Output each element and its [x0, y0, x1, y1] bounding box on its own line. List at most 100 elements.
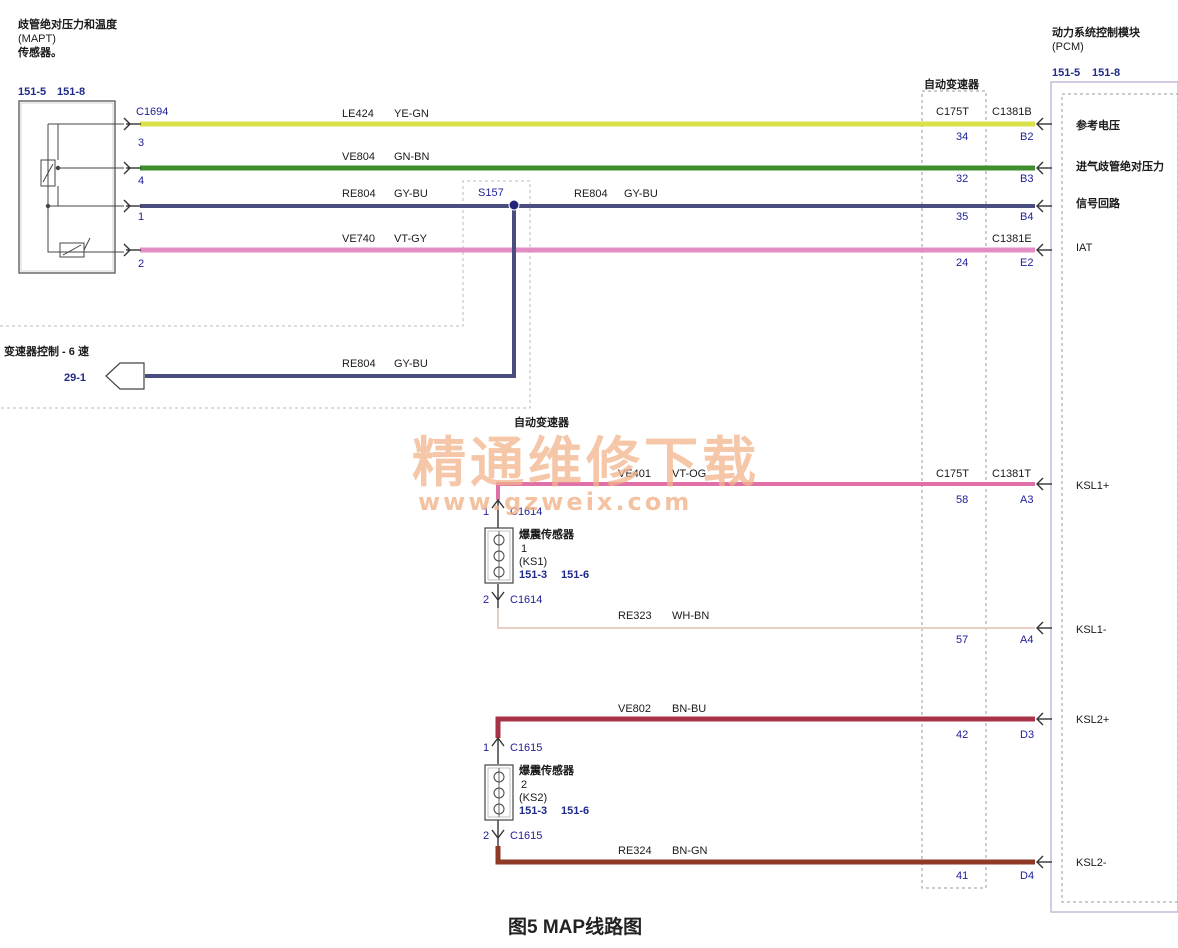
ks1-pin-top: 1	[483, 506, 489, 518]
connector-arrows	[123, 117, 1052, 869]
wire-re804b-color: GY-BU	[394, 358, 428, 370]
ks1-num: 1	[521, 543, 527, 555]
splice-s157-label: S157	[478, 187, 504, 199]
ks2-abbr: (KS2)	[519, 792, 547, 804]
ks2-loc-b[interactable]: 151-6	[561, 805, 589, 817]
connector-c175t-top: C175T	[936, 106, 969, 118]
trans-pin-24: 24	[956, 257, 968, 269]
ref-control-ref[interactable]: 29-1	[64, 372, 86, 384]
ref-control-label: 变速器控制 - 6 速	[4, 344, 89, 358]
wire-ve740-circuit: VE740	[342, 233, 375, 245]
wire-re804-circuit-2: RE804	[574, 188, 608, 200]
trans-pin-58: 58	[956, 494, 968, 506]
mapt-internal-circuit	[40, 123, 124, 258]
pcm-pin-d3: D3	[1020, 729, 1034, 741]
ks1-conn-top: C1614	[510, 506, 542, 518]
mapt-connector: C1694	[136, 106, 168, 118]
wire-ve804-circuit: VE804	[342, 151, 375, 163]
mapt-sensor-box	[18, 100, 116, 274]
wire-le424-circuit: LE424	[342, 108, 374, 120]
watermark-line1: 精通维修下载	[412, 431, 760, 494]
pcm-title-1: 动力系统控制模块	[1052, 25, 1141, 39]
ks2-num: 2	[521, 779, 527, 791]
ks2-pin-bot: 2	[483, 830, 489, 842]
pcm-signal-ksl2m: KSL2-	[1076, 857, 1107, 869]
trans-pin-32: 32	[956, 173, 968, 185]
ks1-loc-a[interactable]: 151-3	[519, 569, 547, 581]
pcm-pin-b4: B4	[1020, 211, 1033, 223]
transmission-connector-box	[921, 90, 987, 889]
wire-ve802	[495, 716, 1035, 738]
ks1-abbr: (KS1)	[519, 556, 547, 568]
wire-re804-color-2: GY-BU	[624, 188, 658, 200]
ks1-loc-b[interactable]: 151-6	[561, 569, 589, 581]
wire-re324-circuit: RE324	[618, 845, 652, 857]
mapt-title-1: 歧管绝对压力和温度	[18, 17, 118, 31]
pcm-signal-ksl2p: KSL2+	[1076, 714, 1109, 726]
wire-re804-circuit: RE804	[342, 188, 376, 200]
pcm-loc-b[interactable]: 151-8	[1092, 67, 1120, 79]
pcm-pin-b3: B3	[1020, 173, 1033, 185]
mapt-loc-b[interactable]: 151-8	[57, 86, 85, 98]
wire-ve802-circuit: VE802	[618, 703, 651, 715]
connector-c1381t: C1381T	[992, 468, 1031, 480]
pcm-signal-return: 信号回路	[1076, 196, 1121, 210]
trans-pin-42: 42	[956, 729, 968, 741]
transmission-label-top: 自动变速器	[924, 77, 980, 91]
pcm-signal-map: 进气歧管绝对压力	[1076, 159, 1164, 173]
pcm-signal-ref-voltage: 参考电压	[1076, 118, 1120, 132]
pcm-title-2: (PCM)	[1052, 41, 1084, 53]
wire-le424-color: YE-GN	[394, 108, 429, 120]
trans-pin-41: 41	[956, 870, 968, 882]
pcm-pin-d4: D4	[1020, 870, 1034, 882]
wire-re804b-circuit: RE804	[342, 358, 376, 370]
pcm-signal-iat: IAT	[1076, 242, 1093, 254]
wire-ve802-color: BN-BU	[672, 703, 706, 715]
wire-ve401	[496, 482, 1035, 500]
connector-c175t-mid: C175T	[936, 468, 969, 480]
trans-pin-34: 34	[956, 131, 968, 143]
pcm-pin-b2: B2	[1020, 131, 1033, 143]
mapt-title-2: (MAPT)	[18, 33, 56, 45]
pcm-loc-a[interactable]: 151-5	[1052, 67, 1080, 79]
pcm-outline	[1050, 81, 1178, 913]
ks2-conn-bot: C1615	[510, 830, 542, 842]
sensor-pin-3: 3	[138, 137, 144, 149]
pcm-signal-ksl1m: KSL1-	[1076, 624, 1107, 636]
knock-sensor-1-body	[484, 527, 514, 584]
wire-re804-color: GY-BU	[394, 188, 428, 200]
figure-caption: 图5 MAP线路图	[508, 915, 642, 938]
pcm-signal-ksl1p: KSL1+	[1076, 480, 1109, 492]
pcm-pin-a3: A3	[1020, 494, 1033, 506]
sensor-pin-2: 2	[138, 258, 144, 270]
wire-re804-b	[145, 206, 516, 378]
wire-ve804-color: GN-BN	[394, 151, 430, 163]
ks2-name: 爆震传感器	[519, 763, 575, 777]
wire-ve401-color: VT-OG	[672, 468, 706, 480]
wire-re324-color: BN-GN	[672, 845, 708, 857]
mapt-title-3: 传感器。	[17, 45, 62, 59]
pcm-inner-box	[1061, 93, 1178, 903]
wire-re324	[495, 846, 1035, 865]
ks2-pin-top: 1	[483, 742, 489, 754]
connector-c1381b: C1381B	[992, 106, 1032, 118]
watermark-line2: www.gzweix.com	[418, 488, 692, 516]
pcm-pin-a4: A4	[1020, 634, 1033, 646]
sensor-pin-4: 4	[138, 175, 144, 187]
trans-pin-57: 57	[956, 634, 968, 646]
wire-re323	[497, 608, 1035, 629]
ref-connector-icon[interactable]	[105, 362, 145, 390]
wire-re323-circuit: RE323	[618, 610, 652, 622]
ks1-pin-bot: 2	[483, 594, 489, 606]
knock-sensor-2-body	[484, 764, 514, 821]
pcm-pin-e2: E2	[1020, 257, 1033, 269]
ks2-loc-a[interactable]: 151-3	[519, 805, 547, 817]
wire-ve740-color: VT-GY	[394, 233, 428, 245]
mapt-zone-boundary	[0, 180, 531, 409]
ks2-conn-top: C1615	[510, 742, 542, 754]
mapt-loc-a[interactable]: 151-5	[18, 86, 46, 98]
ks1-name: 爆震传感器	[519, 527, 575, 541]
sensor-pin-1: 1	[138, 211, 144, 223]
ks1-conn-bot: C1614	[510, 594, 542, 606]
